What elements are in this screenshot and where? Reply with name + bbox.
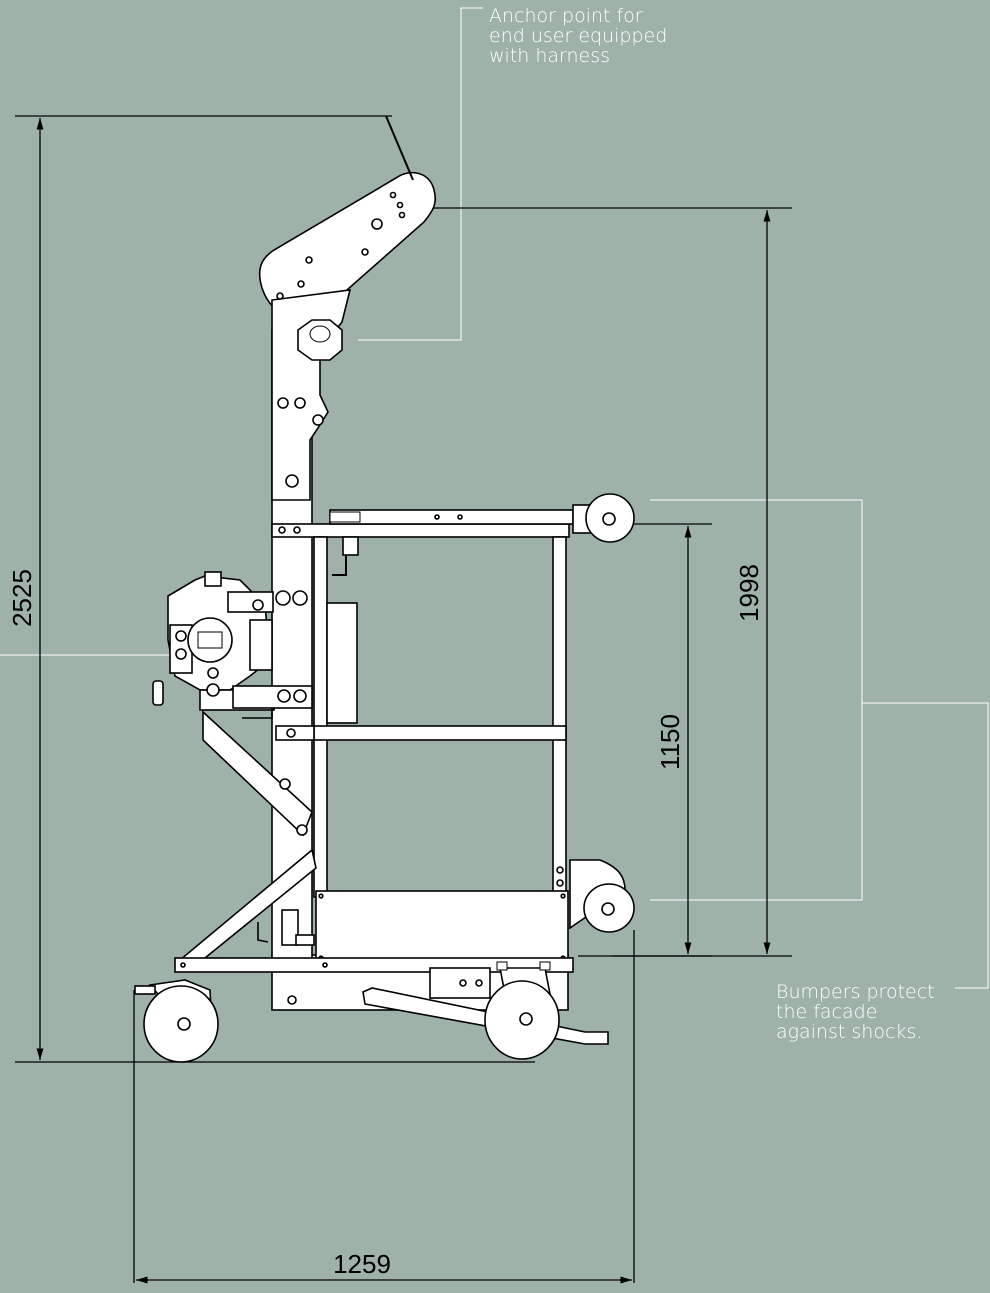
basket-height-label: 1150 bbox=[655, 714, 685, 770]
dimension-arm-height: 1998 bbox=[430, 207, 792, 957]
width-label: 1259 bbox=[333, 1249, 391, 1279]
basket-floor bbox=[315, 890, 569, 964]
cart-frame bbox=[134, 115, 635, 1063]
anchor-point-callout: Anchor point for end user equipped with … bbox=[489, 5, 668, 67]
anchor-leader-line bbox=[358, 7, 483, 341]
bumpers-leader-line bbox=[650, 499, 989, 989]
total-height-label: 2525 bbox=[7, 569, 37, 627]
arm-height-label: 1998 bbox=[734, 564, 764, 622]
bumpers-callout: Bumpers protect the facade against shock… bbox=[776, 981, 935, 1043]
dimension-width: 1259 bbox=[133, 930, 635, 1284]
dimension-total-height: 2525 bbox=[7, 115, 535, 1063]
